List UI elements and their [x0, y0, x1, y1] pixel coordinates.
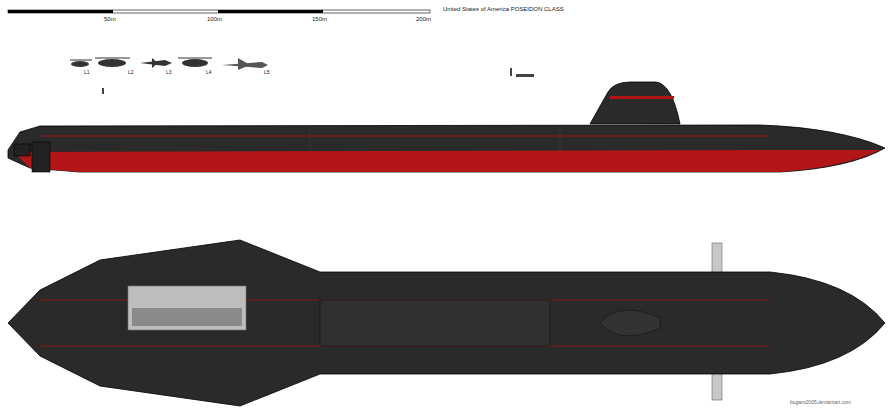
aircraft-label: L1	[84, 70, 90, 75]
small-symbols	[102, 68, 534, 94]
watermark: bugaro2005.deviantart.com	[790, 400, 851, 405]
aircraft-label: L3	[166, 70, 172, 75]
scale-label: 200m	[416, 16, 431, 22]
scale-label: 150m	[312, 16, 327, 22]
top-view-hull	[8, 240, 885, 406]
side-view-hull	[8, 82, 885, 172]
aircraft-silhouettes	[70, 58, 268, 70]
aircraft-label: L2	[128, 70, 134, 75]
scale-bar	[8, 10, 430, 13]
aircraft-label: L5	[264, 70, 270, 75]
scale-label: 50m	[104, 16, 116, 22]
title-text: United States of America POSEIDON CLASS	[443, 6, 564, 12]
aircraft-label: L4	[206, 70, 212, 75]
scale-label: 100m	[207, 16, 222, 22]
